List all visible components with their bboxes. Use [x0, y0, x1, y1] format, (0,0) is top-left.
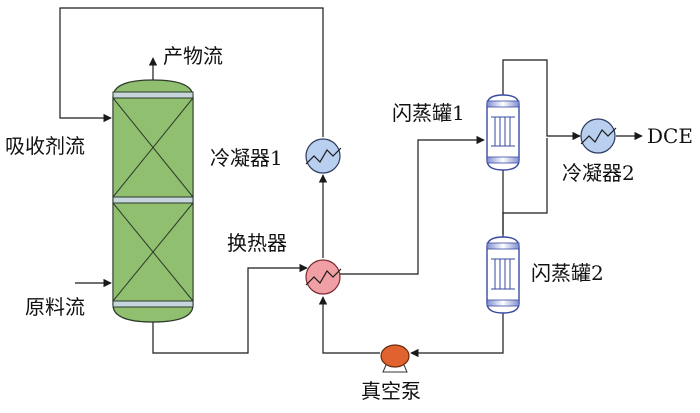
pipe-flash-tank-2-to-pump — [410, 313, 504, 358]
label-condenser-2: 冷凝器2 — [562, 161, 635, 185]
pipe-exchanger-to-flash-tank-1 — [339, 135, 485, 275]
flash-tank-2 — [486, 236, 520, 314]
heat-exchanger — [305, 259, 342, 295]
label-product-stream: 产物流 — [163, 44, 223, 68]
label-heat-exchanger: 换热器 — [227, 231, 287, 255]
label-absorbent-stream: 吸收剂流 — [5, 134, 85, 158]
absorption-column — [112, 79, 194, 323]
vacuum-pump — [380, 344, 410, 373]
labels: 产物流 吸收剂流 原料流 冷凝器1 换热器 闪蒸罐1 闪蒸罐2 冷凝器2 DCE… — [5, 44, 693, 403]
packing-section-upper — [112, 97, 194, 198]
label-dce-outlet: DCE — [647, 124, 693, 148]
label-feed-stream: 原料流 — [25, 295, 85, 319]
condenser-1 — [305, 138, 342, 174]
pipe-column-bottom-to-exchanger — [152, 263, 308, 354]
column-band-bottom — [112, 300, 194, 308]
flash-tank-1 — [486, 94, 520, 171]
column-band-top — [112, 91, 194, 99]
label-condenser-1: 冷凝器1 — [210, 146, 283, 170]
pipe-recycle-absorbent — [59, 7, 324, 137]
pipe-pump-to-exchanger — [318, 296, 380, 354]
pipe-flash-tank-1-to-condenser-2 — [502, 59, 581, 141]
label-flash-tank-2: 闪蒸罐2 — [531, 261, 604, 285]
label-flash-tank-1: 闪蒸罐1 — [392, 101, 465, 125]
label-vacuum-pump: 真空泵 — [361, 379, 421, 403]
condenser-2 — [580, 118, 617, 154]
pipe-network — [59, 7, 643, 358]
packing-section-lower — [112, 202, 194, 302]
column-band-middle — [112, 196, 194, 204]
